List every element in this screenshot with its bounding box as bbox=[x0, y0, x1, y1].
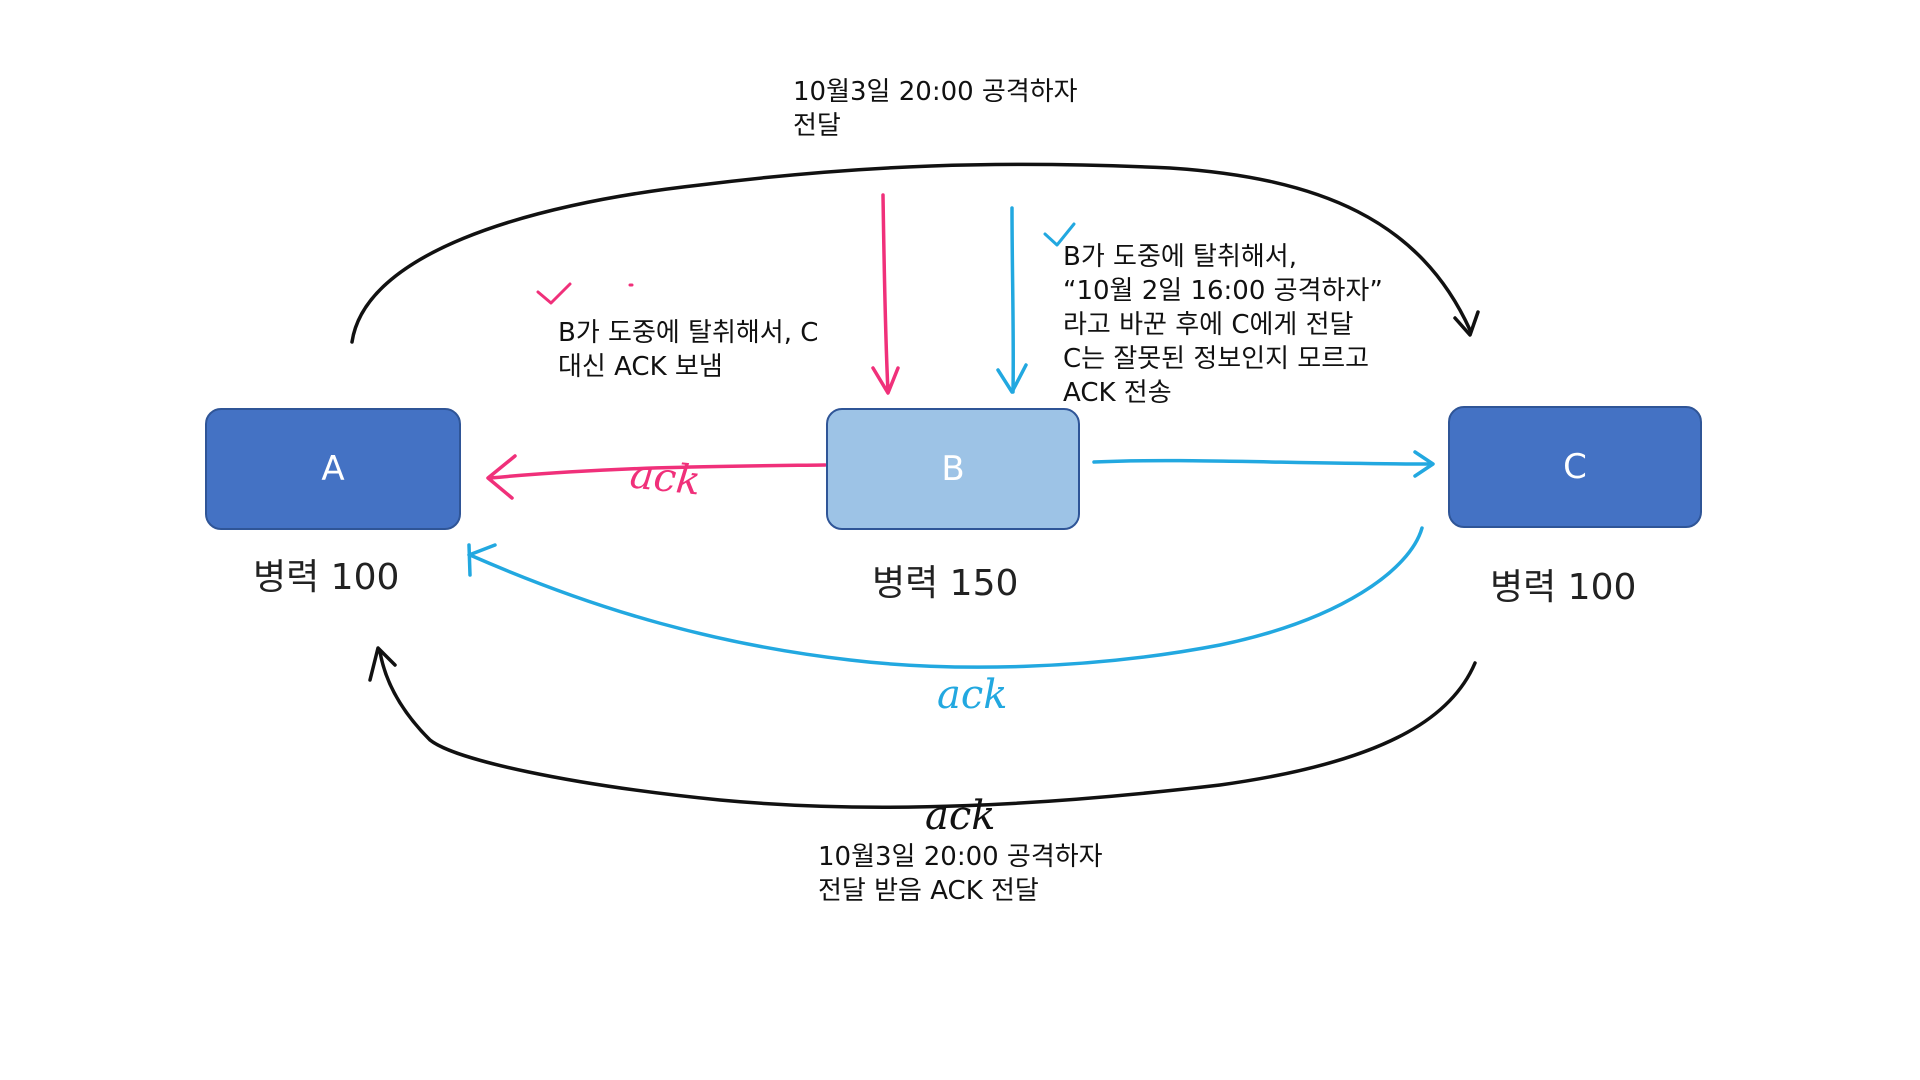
pink-arrowhead-a bbox=[486, 454, 517, 500]
note-left: B가 도중에 탈취해서, C 대신 ACK 보냄 bbox=[558, 316, 818, 384]
node-b-label: B bbox=[941, 449, 965, 489]
note-right-line5: ACK 전송 bbox=[1063, 378, 1172, 408]
ack-blue-label: ack bbox=[937, 672, 1008, 718]
note-top: 10월3일 20:00 공격하자 전달 bbox=[793, 75, 1078, 143]
arc-a-to-c bbox=[350, 162, 1472, 344]
blue-arrow-into-b bbox=[1010, 206, 1016, 394]
blue-arc-c-to-a bbox=[468, 526, 1424, 669]
arrowhead-c-top bbox=[1453, 310, 1480, 337]
pink-arrowhead-b bbox=[871, 366, 900, 395]
note-right-line2: “10월 2일 16:00 공격하자” bbox=[1063, 276, 1383, 306]
note-top-line1: 10월3일 20:00 공격하자 bbox=[793, 77, 1078, 107]
troops-c: 병력 100 bbox=[1490, 567, 1637, 608]
note-bottom-line2: 전달 받음 ACK 전달 bbox=[818, 876, 1039, 906]
pink-arrow-into-b bbox=[881, 193, 890, 394]
blue-arrowhead-b bbox=[996, 363, 1028, 394]
node-c-label: C bbox=[1563, 447, 1587, 487]
blue-check-mark bbox=[1043, 222, 1076, 247]
note-bottom: 10월3일 20:00 공격하자 전달 받음 ACK 전달 bbox=[818, 840, 1103, 908]
note-top-line2: 전달 bbox=[793, 111, 841, 141]
ack-black-label: ack bbox=[925, 793, 996, 839]
note-left-line1: B가 도중에 탈취해서, C bbox=[558, 318, 819, 348]
note-right-line3: 라고 바꾼 후에 C에게 전달 bbox=[1063, 310, 1354, 340]
blue-arrowhead-a bbox=[467, 543, 497, 577]
note-left-line2: 대신 ACK 보냄 bbox=[558, 352, 723, 382]
blue-arrowhead-c bbox=[1413, 450, 1435, 478]
note-right-line4: C는 잘못된 정보인지 모르고 bbox=[1063, 344, 1370, 374]
node-b: B bbox=[826, 408, 1080, 530]
note-bottom-line1: 10월3일 20:00 공격하자 bbox=[818, 842, 1103, 872]
arc-c-to-a bbox=[378, 650, 1477, 809]
node-a: A bbox=[205, 408, 461, 530]
note-right: B가 도중에 탈취해서, “10월 2일 16:00 공격하자” 라고 바꾼 후… bbox=[1063, 240, 1383, 410]
note-right-line1: B가 도중에 탈취해서, bbox=[1063, 242, 1297, 272]
arrowhead-a-bottom bbox=[368, 646, 397, 682]
node-a-label: A bbox=[321, 449, 345, 489]
blue-arrow-b-to-c bbox=[1092, 458, 1432, 466]
troops-b: 병력 150 bbox=[872, 563, 1019, 604]
troops-a: 병력 100 bbox=[253, 557, 400, 598]
pink-check-mark bbox=[536, 282, 572, 305]
ack-pink-label: ack bbox=[627, 451, 703, 505]
node-c: C bbox=[1448, 406, 1702, 528]
pink-arrow-b-to-a bbox=[488, 463, 827, 480]
